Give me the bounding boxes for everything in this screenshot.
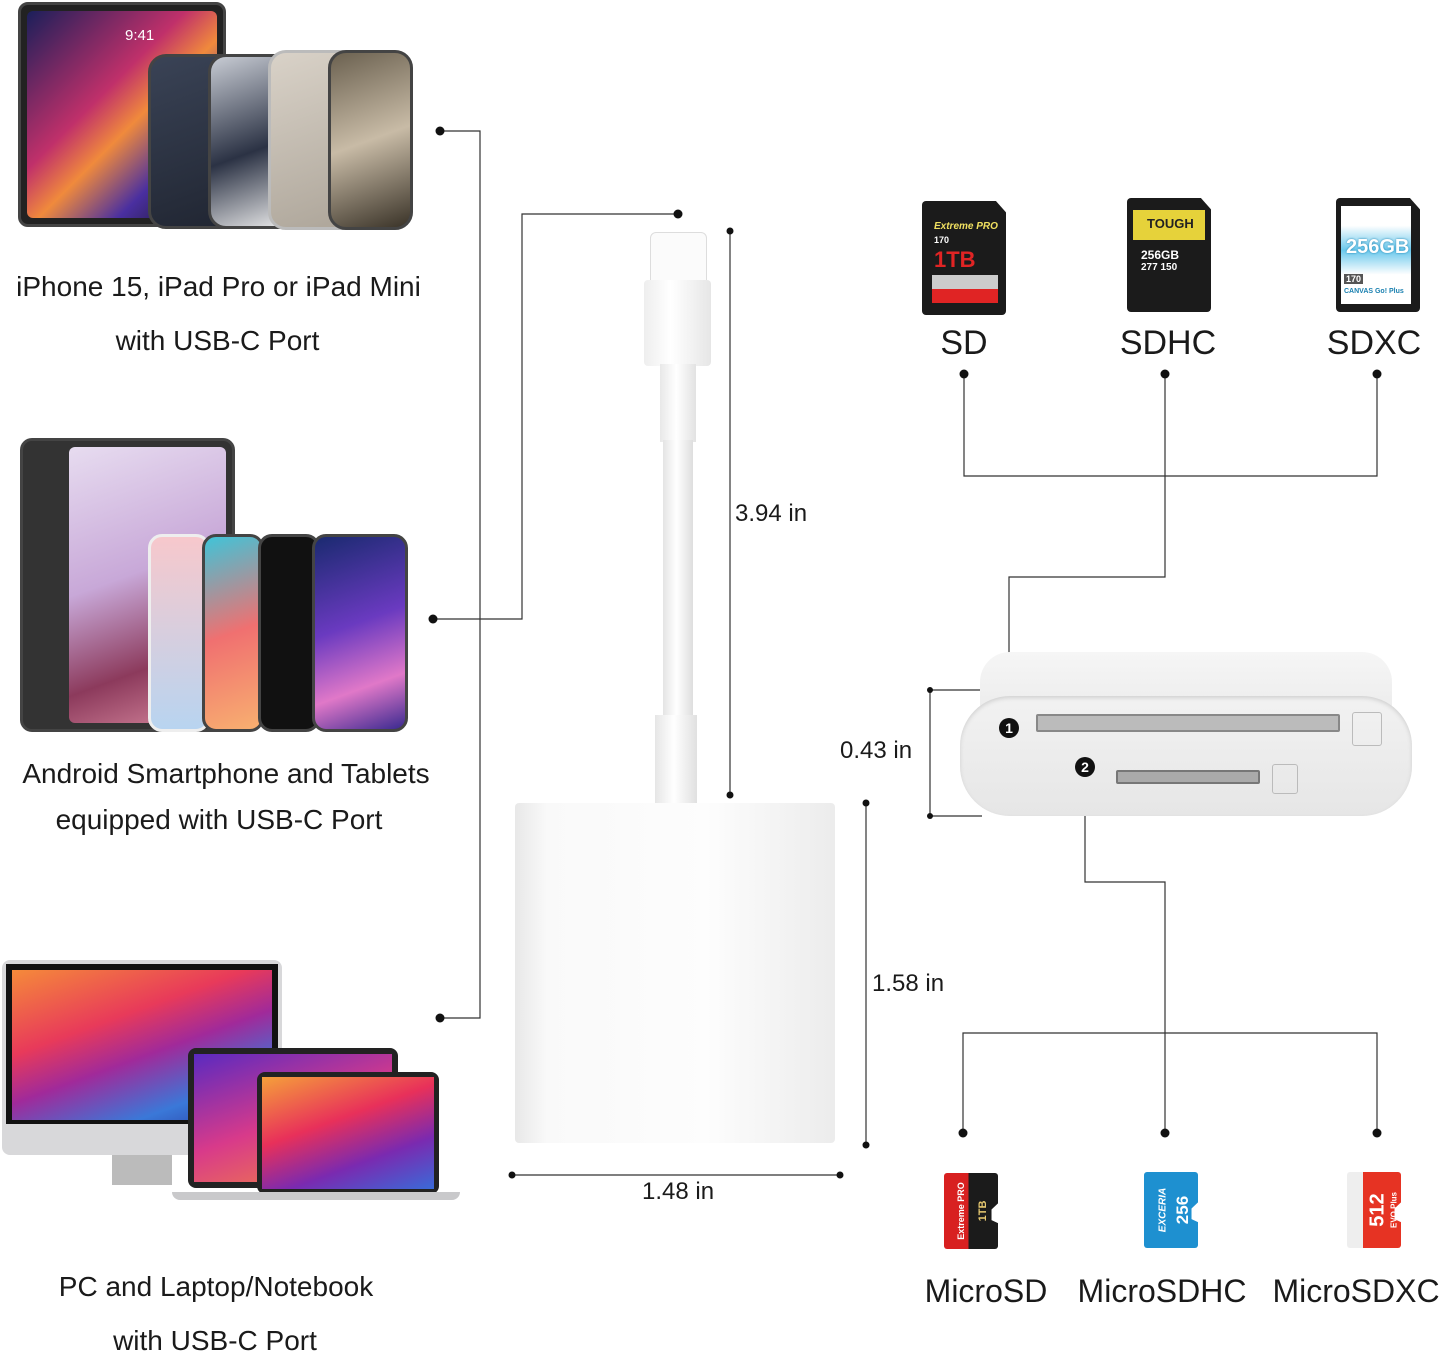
microsdxc-card-image: 512 EVO Plus <box>1347 1172 1401 1248</box>
body-width-label: 1.48 in <box>642 1178 715 1205</box>
sdhc-card-image: TOUGH 256GB 277 150 <box>1127 198 1211 312</box>
apple-devices-image: 9:41 <box>18 2 418 232</box>
cable-length-label: 3.94 in <box>735 500 808 527</box>
sdxc-card-image: 256GB 170 CANVAS Go! Plus <box>1336 198 1420 312</box>
card-reader-image: 1 2 <box>960 652 1412 817</box>
android-caption-line1: Android Smartphone and Tablets <box>22 758 430 789</box>
adapter-body <box>515 803 835 1143</box>
reader-thickness-label: 0.43 in <box>840 737 913 764</box>
micro-sd-slot <box>1116 770 1260 784</box>
apple-caption-line2: with USB-C Port <box>115 325 320 356</box>
android-devices-image <box>20 438 410 734</box>
bracket-apple-pc <box>440 130 481 1019</box>
adapter-cable <box>663 440 693 720</box>
sd-label: SD <box>940 324 988 362</box>
sd-card-image: Extreme PRO 170 1TB <box>922 201 1006 315</box>
microsd-card-image: Extreme PRO 1TB <box>944 1173 998 1249</box>
apple-caption-line1: iPhone 15, iPad Pro or iPad Mini <box>16 271 421 302</box>
microsdhc-label: MicroSDHC <box>1077 1273 1247 1309</box>
slot2-marker: 2 <box>1075 757 1095 777</box>
sd-slot <box>1036 714 1340 732</box>
sdhc-label: SDHC <box>1119 324 1217 362</box>
dim-line-reader-thickness <box>929 689 982 817</box>
slot1-marker: 1 <box>999 718 1019 738</box>
microsdxc-label: MicroSDXC <box>1272 1273 1440 1309</box>
ipad-clock: 9:41 <box>125 27 155 44</box>
sdxc-label: SDXC <box>1326 324 1422 362</box>
android-caption-line2: equipped with USB-C Port <box>55 804 383 835</box>
body-height-label: 1.58 in <box>872 970 945 997</box>
pc-caption-line1: PC and Laptop/Notebook <box>58 1271 374 1302</box>
microsdhc-card-image: EXCERIA 256 <box>1144 1172 1198 1248</box>
micro-tree-line <box>1084 767 1166 1133</box>
pc-devices-image <box>2 960 462 1200</box>
microsd-label: MicroSD <box>924 1273 1048 1309</box>
bracket-android-adapter <box>433 213 678 620</box>
pc-caption-line2: with USB-C Port <box>113 1325 317 1356</box>
